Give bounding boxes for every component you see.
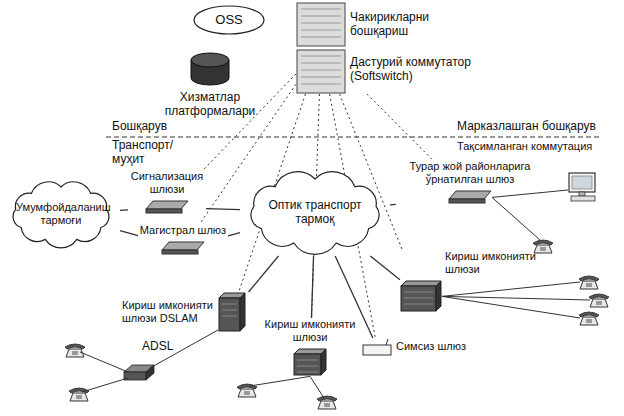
node-label: Кириш имконияти шлюзи — [255, 318, 365, 344]
node-label: OSS — [207, 12, 251, 28]
phone-icon — [589, 294, 609, 307]
access-gateway: Кириш имконияти шлюзи — [255, 318, 365, 376]
modem-icon — [124, 365, 154, 380]
transport-cloud: Оптик транспорт тармоқ — [240, 168, 390, 256]
signaling-gateway: Сигнализация шлюзи — [128, 170, 206, 214]
node-label: Оптик транспорт тармоқ — [254, 198, 376, 227]
tall-icon — [218, 292, 246, 332]
boundary-line — [106, 137, 600, 138]
zone-label: Марказлашган бошқарув — [455, 120, 598, 134]
device-wire — [442, 282, 580, 296]
cyl-icon — [190, 52, 230, 86]
transport-link — [206, 209, 240, 210]
node-label: Турар жой районларига ўрнатилган шлюз — [385, 160, 555, 186]
transport-link — [120, 209, 128, 211]
device-wire — [310, 376, 324, 398]
zone-label: Бошқарув — [110, 120, 169, 134]
transport-link — [228, 233, 240, 236]
box-icon — [293, 348, 327, 376]
softswitch-server: Чакирикларни бошқаришДастурий коммутатор… — [296, 2, 486, 94]
dslam-gateway: Кириш имконияти шлюзи DSLAM — [122, 292, 252, 332]
control-link — [367, 94, 433, 160]
phone-icon — [579, 312, 599, 325]
device-wire — [492, 197, 540, 240]
transport-link — [390, 204, 396, 206]
node-label: Кириш имконияти шлюзи DSLAM — [122, 299, 214, 325]
node-label: Хизматлар платформалари — [150, 90, 270, 119]
wireless-gateway: Симсиз шлюз — [362, 338, 492, 356]
computer-icon — [569, 173, 595, 201]
phone-icon — [317, 396, 337, 409]
access-gateway: Кириш имконияти шлюзи — [400, 250, 550, 312]
server-icon — [296, 2, 346, 94]
service-platform: Хизматлар платформалари — [150, 52, 270, 119]
link-label: ADSL — [140, 340, 175, 354]
transport-link — [311, 256, 313, 318]
zone-label: Тақсимланган коммутация — [455, 140, 594, 153]
node-label: Дастурий коммутатор (Softswitch) — [350, 55, 482, 84]
device-wire — [250, 376, 310, 386]
node-label: Симсиз шлюз — [396, 340, 466, 353]
box-icon — [400, 280, 442, 312]
phone-icon — [69, 388, 89, 401]
residential-gateway: Турар жой районларига ўрнатилган шлюз — [385, 160, 555, 204]
device-wire — [492, 190, 568, 197]
transport-link — [370, 256, 400, 280]
node-label: Умумфойдаланиш тармоғи — [16, 201, 106, 227]
flat-icon — [448, 190, 492, 204]
public-network-cloud: Умумфойдаланиш тармоғи — [2, 176, 120, 252]
phone-icon — [533, 240, 553, 253]
phone-icon — [65, 344, 85, 357]
zone-label: Транспорт/ муҳит — [110, 139, 184, 167]
wifi-icon — [362, 338, 392, 356]
transport-link — [249, 256, 279, 292]
node-label: Кириш имконияти шлюзи — [445, 250, 550, 276]
phone-icon — [237, 384, 257, 397]
phone-icon — [579, 276, 599, 289]
node-label: Чакирикларни бошқариш — [350, 10, 482, 39]
flat-icon — [145, 200, 189, 214]
node-label: Магистрал шлюз — [140, 224, 226, 237]
flat-icon — [161, 241, 205, 255]
control-link — [203, 74, 296, 170]
node-label: Сигнализация шлюзи — [128, 170, 206, 196]
oss-ellipse: OSS — [193, 5, 265, 35]
trunk-gateway: Магистрал шлюз — [138, 224, 228, 255]
device-wire — [82, 378, 128, 392]
transport-link — [120, 231, 138, 236]
device-wire — [442, 296, 580, 318]
device-wire — [80, 352, 128, 372]
